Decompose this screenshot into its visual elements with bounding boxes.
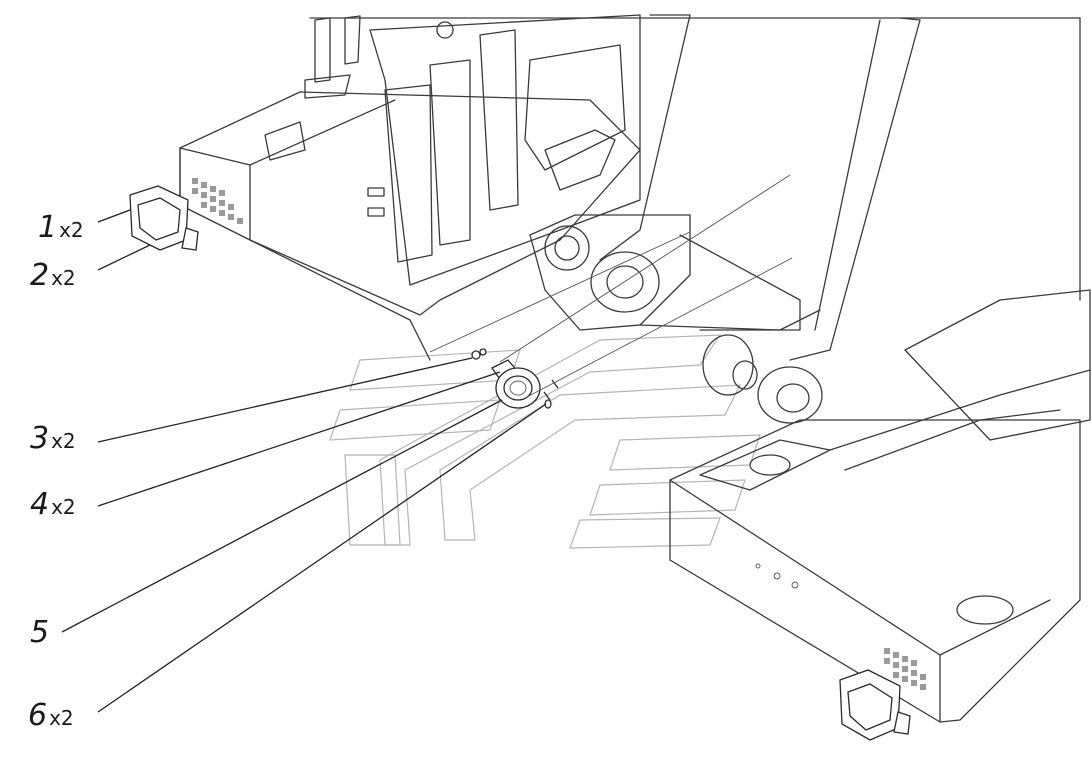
nut-part xyxy=(471,348,487,360)
leader-lines xyxy=(61,174,793,713)
lamp-housing-left xyxy=(129,185,199,251)
lamp-housing-right xyxy=(839,669,911,741)
left-frame-assembly xyxy=(179,14,1081,361)
flange-horn-part xyxy=(491,359,541,409)
callout-5: 5 xyxy=(30,615,49,650)
watermark-logo xyxy=(329,334,761,549)
right-grille xyxy=(884,648,926,690)
left-grille xyxy=(192,178,243,224)
right-frame-assembly xyxy=(669,289,1091,723)
